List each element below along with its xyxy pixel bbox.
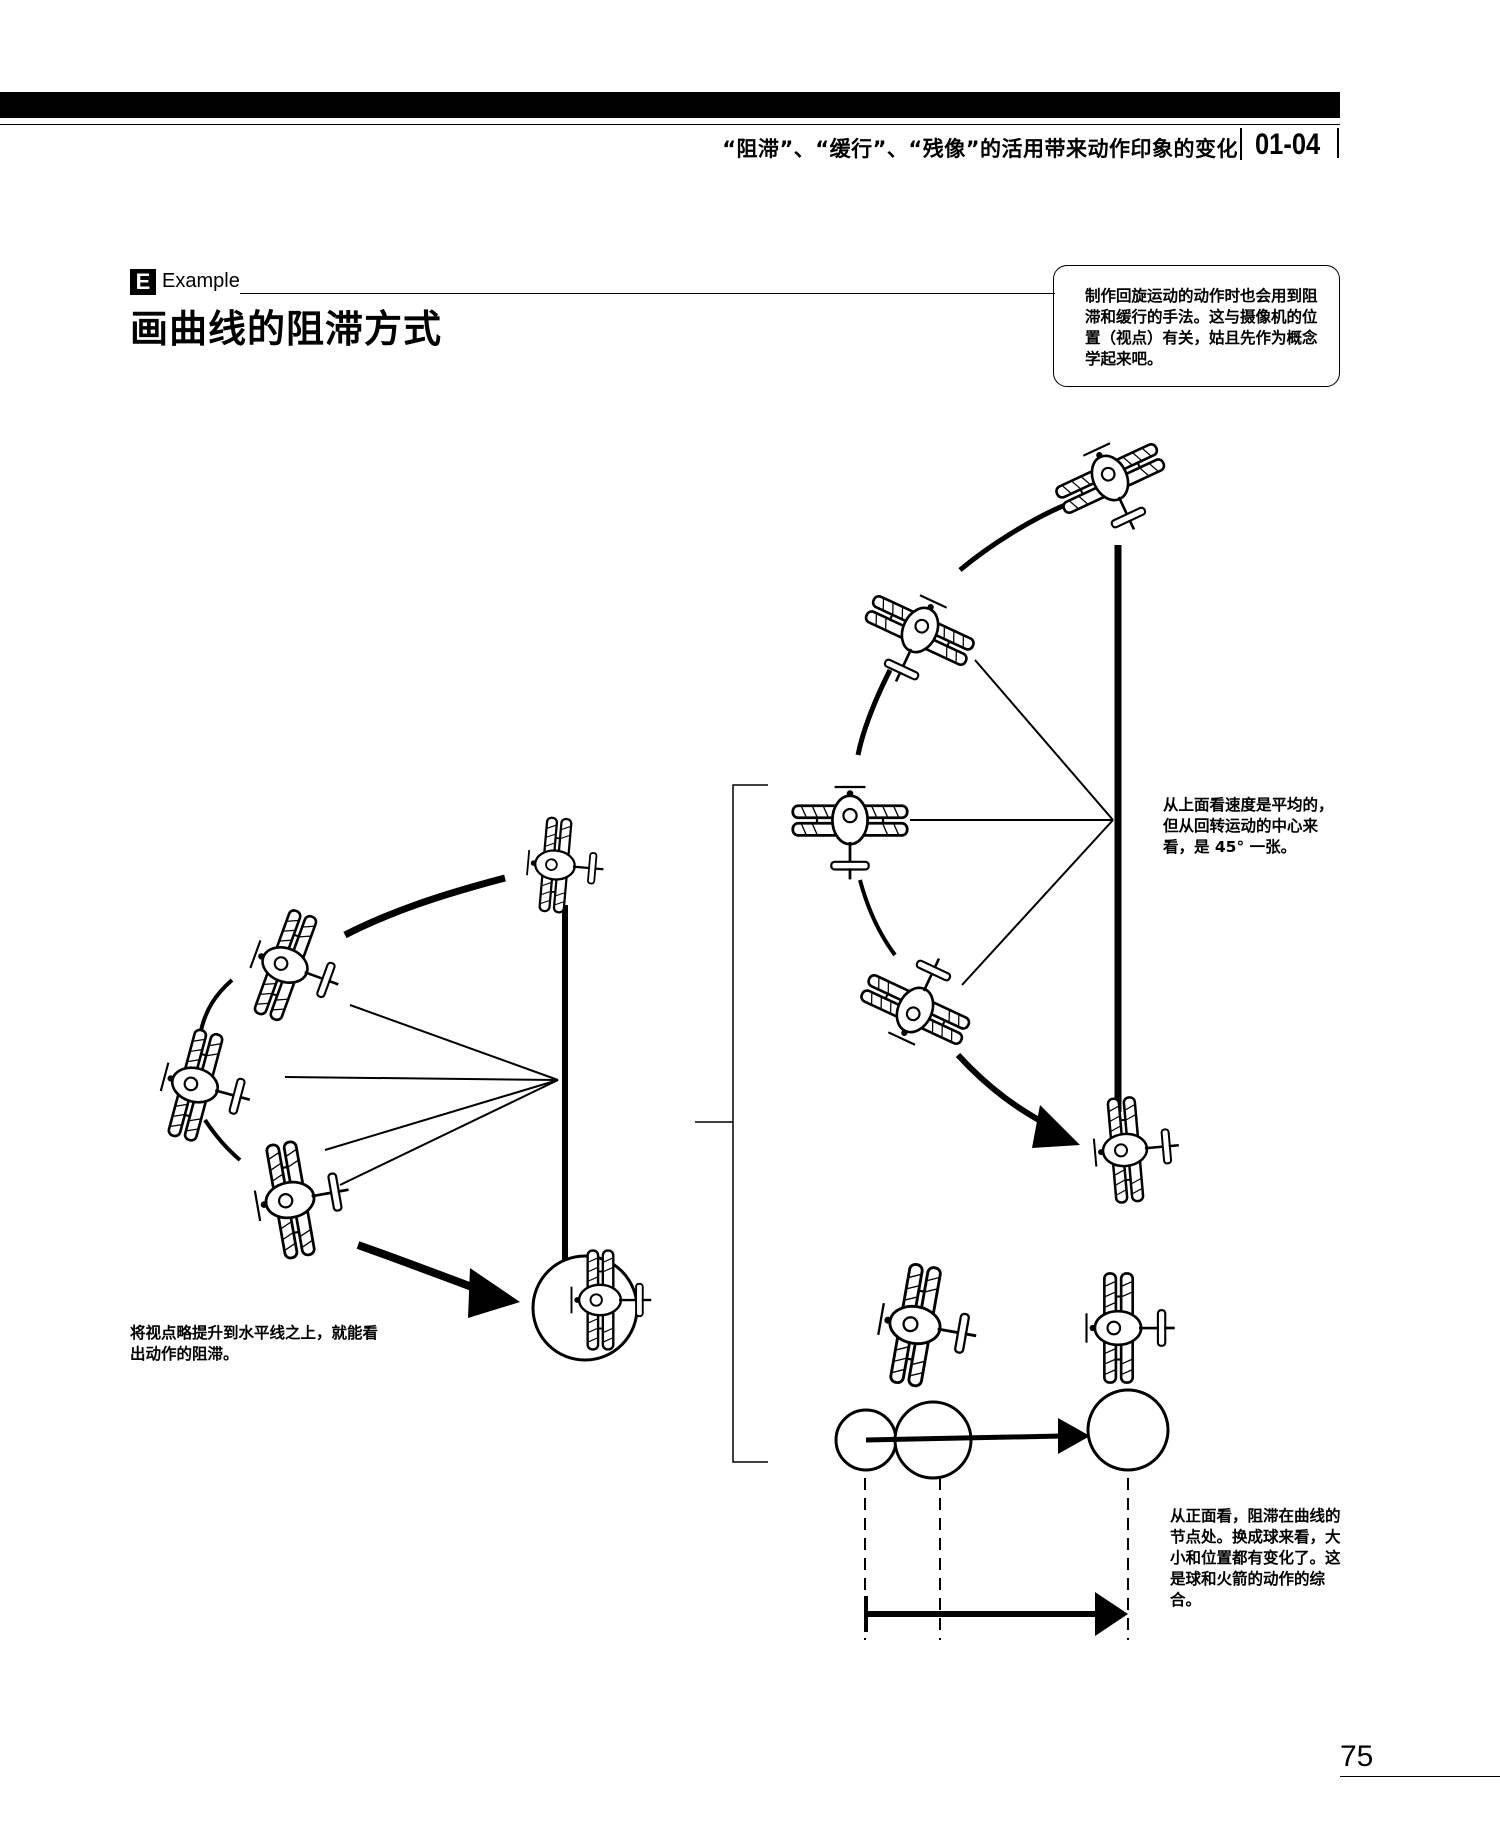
header-end-mark [1337,128,1339,158]
section-number: 01-04 [1255,128,1321,161]
header-rule [0,124,1340,125]
front-view-diagram [834,1258,1177,1640]
header-separator [1240,128,1242,160]
note-box [1053,265,1340,387]
caption-front-view: 从正面看，阻滞在曲线的节点处。换成球来看，大小和位置都有变化了。这是球和火箭的动… [1170,1507,1341,1609]
top-view-diagram [791,425,1185,1206]
example-rule [240,293,1055,294]
caption-raised-view: 将视点略提升到水平线之上，就能看出动作的阻滞。 [130,1324,379,1363]
example-label: Example [162,270,240,292]
bracket [695,784,768,1463]
page-number: 75 [1340,1740,1374,1773]
raised-view-diagram [149,814,653,1362]
note-text: 制作回旋运动的动作时也会用到阻滞和缓行的手法。这与摄像机的位置（视点）有关，姑且… [1085,287,1318,368]
section-title: 画曲线的阻滞方式 [130,307,443,351]
arrow-icon [1095,1592,1128,1636]
chapter-title: “阻滞”、“缓行”、“残像”的活用带来动作印象的变化 [722,137,1238,161]
example-badge: E [130,269,156,295]
caption-top-view: 从上面看速度是平均的，但从回转运动的中心来看，是 45° 一张。 [1163,796,1334,856]
page-rule [1340,1776,1500,1777]
header-bar [0,92,1340,118]
